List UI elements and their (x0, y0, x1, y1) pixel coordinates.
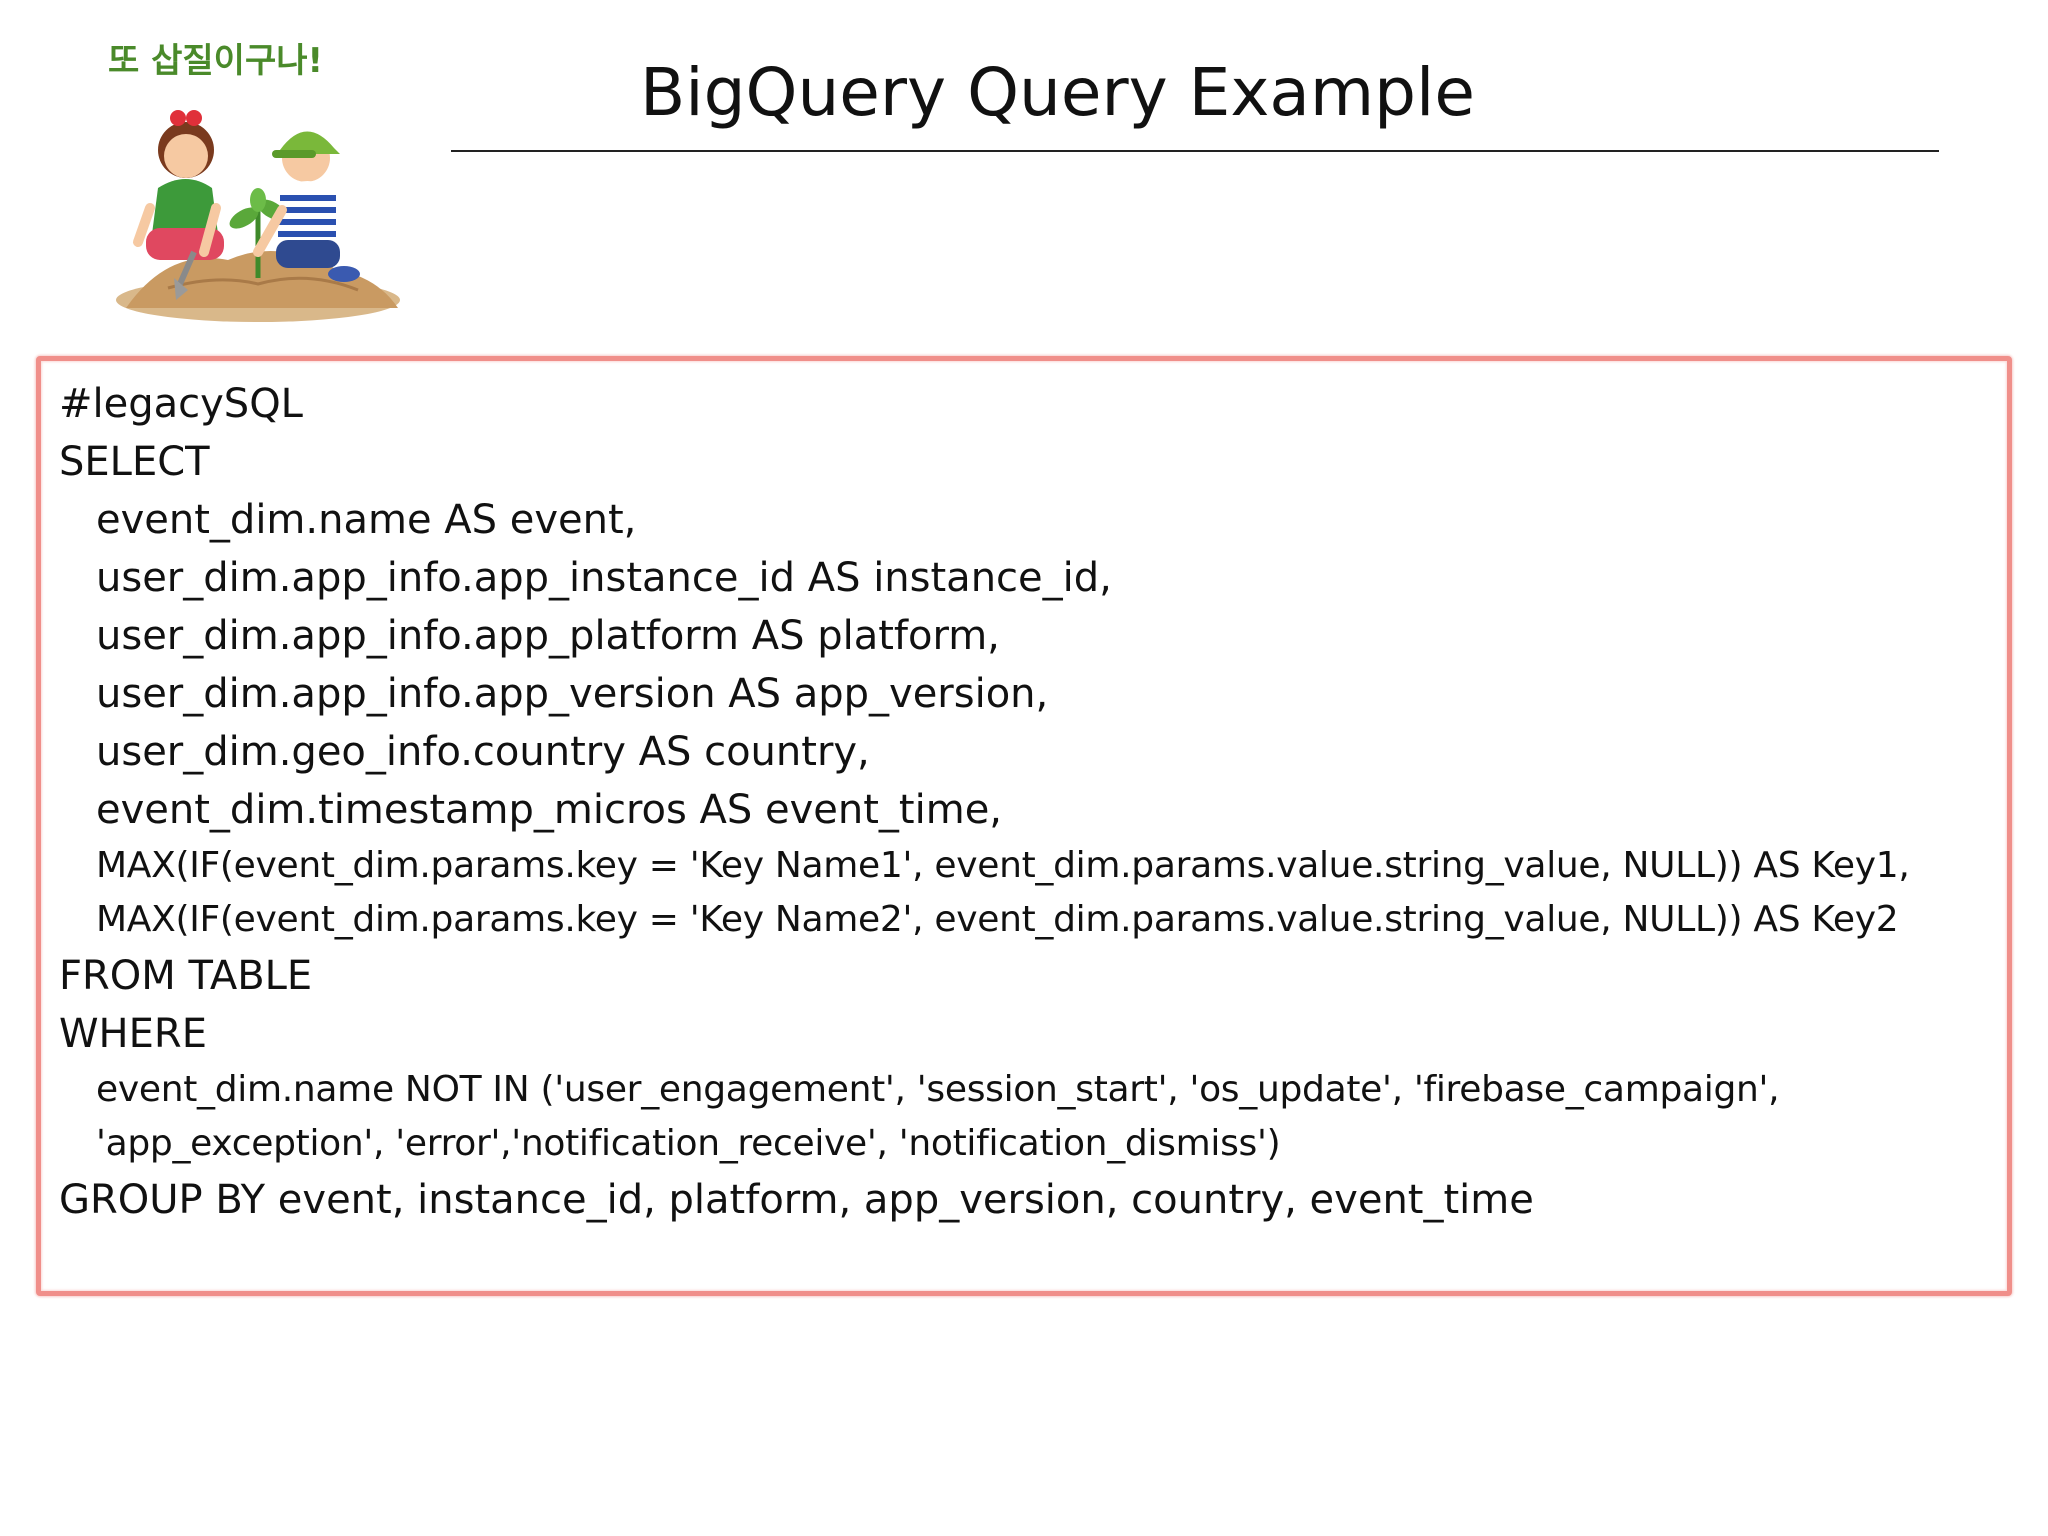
sql-code-box: #legacySQL SELECT event_dim.name AS even… (36, 356, 2012, 1296)
title-underline (451, 150, 1939, 152)
code-line: event_dim.timestamp_micros AS event_time… (96, 787, 1003, 833)
sql-code: #legacySQL SELECT event_dim.name AS even… (59, 375, 1989, 1275)
code-line: user_dim.geo_info.country AS country, (96, 729, 870, 775)
code-line: event_dim.name NOT IN ('user_engagement'… (96, 1069, 1780, 1110)
code-line: user_dim.app_info.app_instance_id AS ins… (96, 555, 1112, 601)
code-line: FROM TABLE (59, 953, 313, 999)
code-line: 'app_exception', 'error','notification_r… (96, 1123, 1281, 1164)
slide-title: BigQuery Query Example (640, 54, 1475, 131)
code-line: SELECT (59, 439, 210, 485)
code-line: GROUP BY event, instance_id, platform, a… (59, 1177, 1534, 1223)
code-line: #legacySQL (59, 381, 303, 427)
code-line: user_dim.app_info.app_version AS app_ver… (96, 671, 1049, 717)
illustration-badge-text: 또 삽질이구나! (108, 41, 323, 81)
code-line: event_dim.name AS event, (96, 497, 637, 543)
code-line: MAX(IF(event_dim.params.key = 'Key Name1… (96, 845, 1910, 886)
kids-planting-illustration: 또 삽질이구나! (108, 41, 400, 322)
code-line: user_dim.app_info.app_platform AS platfo… (96, 613, 1000, 659)
code-line: MAX(IF(event_dim.params.key = 'Key Name2… (96, 899, 1899, 940)
code-line: WHERE (59, 1011, 207, 1057)
